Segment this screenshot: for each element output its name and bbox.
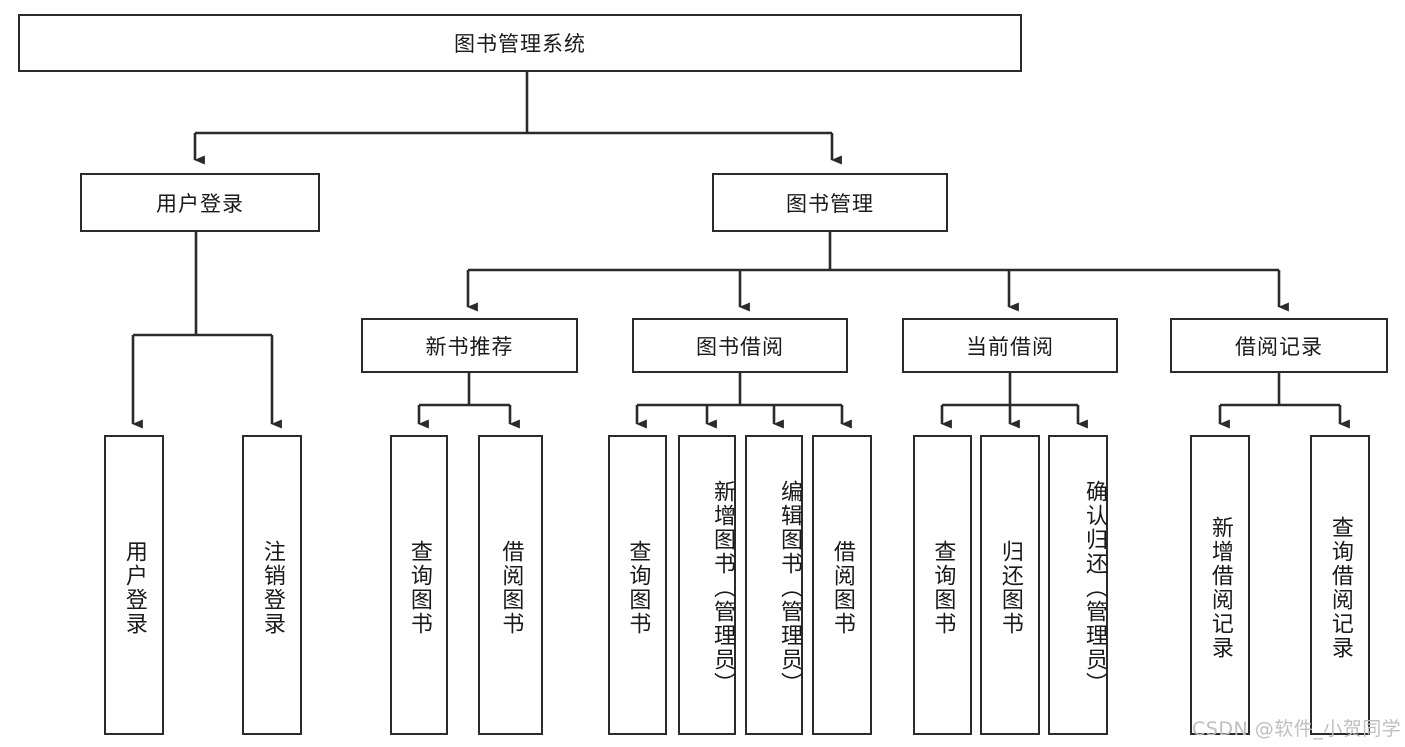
node-user-login[interactable]: 用户登录 — [80, 173, 320, 232]
leaf-query-borrow-record[interactable]: 查询借阅记录 — [1310, 435, 1370, 735]
leaf-query-book-current[interactable]: 查询图书 — [913, 435, 972, 735]
leaf-query-borrow-record-label: 查询借阅记录 — [1327, 516, 1353, 660]
watermark: CSDN @软件_小贺同学 — [1192, 718, 1402, 740]
node-book-borrow[interactable]: 图书借阅 — [632, 318, 848, 373]
leaf-edit-book-admin-label: 编辑图书（管理员） — [777, 480, 802, 696]
leaf-user-login-label: 用户登录 — [121, 540, 147, 636]
leaf-borrow-book[interactable]: 借阅图书 — [812, 435, 872, 735]
node-new-book-recommend[interactable]: 新书推荐 — [361, 318, 578, 373]
node-root-label: 图书管理系统 — [454, 32, 586, 56]
leaf-return-book-label: 归还图书 — [997, 540, 1023, 636]
leaf-query-book-borrow-label: 查询图书 — [625, 540, 651, 636]
leaf-add-book-admin[interactable]: 新增图书（管理员） — [678, 435, 736, 735]
leaf-add-borrow-record[interactable]: 新增借阅记录 — [1190, 435, 1250, 735]
node-book-management[interactable]: 图书管理 — [712, 173, 948, 232]
node-new-book-recommend-label: 新书推荐 — [425, 334, 514, 359]
node-user-login-label: 用户登录 — [156, 191, 244, 216]
node-current-borrow[interactable]: 当前借阅 — [902, 318, 1118, 373]
node-book-borrow-label: 图书借阅 — [696, 334, 784, 359]
leaf-logout-login-label: 注销登录 — [259, 540, 285, 636]
leaf-add-borrow-record-label: 新增借阅记录 — [1207, 516, 1233, 660]
leaf-confirm-return-admin-label: 确认归还（管理员） — [1082, 480, 1107, 696]
node-borrow-records[interactable]: 借阅记录 — [1170, 318, 1388, 373]
leaf-query-book-newbook-label: 查询图书 — [406, 540, 432, 636]
leaf-return-book[interactable]: 归还图书 — [980, 435, 1040, 735]
leaf-add-book-admin-label: 新增图书（管理员） — [710, 480, 735, 696]
node-current-borrow-label: 当前借阅 — [966, 334, 1054, 359]
leaf-user-login[interactable]: 用户登录 — [104, 435, 164, 735]
leaf-logout-login[interactable]: 注销登录 — [242, 435, 302, 735]
node-borrow-records-label: 借阅记录 — [1235, 334, 1323, 359]
leaf-query-book-borrow[interactable]: 查询图书 — [608, 435, 667, 735]
leaf-confirm-return-admin[interactable]: 确认归还（管理员） — [1048, 435, 1108, 735]
leaf-borrow-book-label: 借阅图书 — [829, 540, 855, 636]
leaf-borrow-book-newbook-label: 借阅图书 — [498, 540, 524, 636]
leaf-edit-book-admin[interactable]: 编辑图书（管理员） — [745, 435, 803, 735]
leaf-query-book-newbook[interactable]: 查询图书 — [390, 435, 448, 735]
leaf-borrow-book-newbook[interactable]: 借阅图书 — [478, 435, 543, 735]
leaf-query-book-current-label: 查询图书 — [930, 540, 956, 636]
node-book-management-label: 图书管理 — [786, 191, 874, 216]
node-root[interactable]: 图书管理系统 — [18, 14, 1022, 72]
